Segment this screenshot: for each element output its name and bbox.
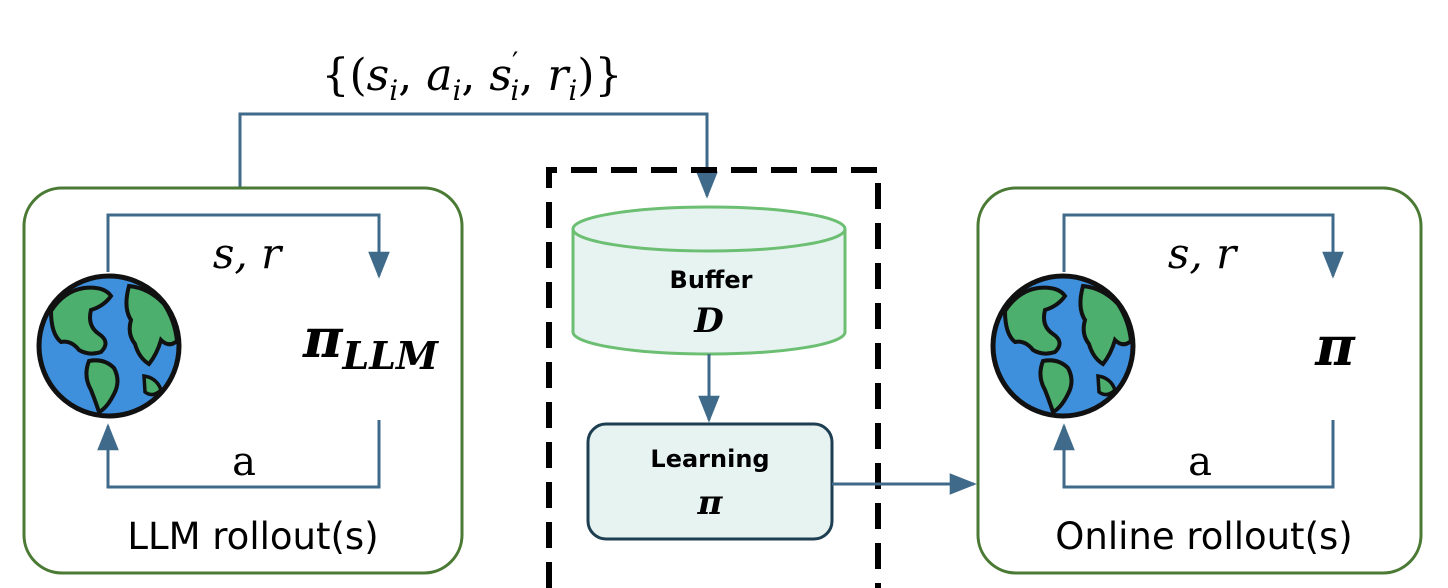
- action-arrow: [1053, 420, 1335, 489]
- action-label: a: [1188, 439, 1212, 485]
- learning-box: Learning π: [586, 422, 834, 541]
- learner-dashed-box: [546, 167, 881, 588]
- learning-policy-symbol: π: [697, 483, 724, 523]
- buffer-cylinder: Buffer D: [571, 205, 847, 356]
- llm-rollout-caption: LLM rollout(s): [127, 515, 378, 558]
- online-rollout-panel: s, r π a Online rollout(s): [976, 186, 1423, 575]
- globe-icon: [39, 276, 179, 416]
- state-reward-label: s, r: [1168, 229, 1239, 278]
- action-label: a: [232, 439, 256, 485]
- buffer-title: Buffer: [670, 266, 753, 294]
- learning-title: Learning: [650, 445, 769, 473]
- online-policy-label: π: [1314, 314, 1356, 378]
- state-reward-arrow: [1062, 213, 1344, 279]
- state-reward-label: s, r: [213, 229, 284, 278]
- online-rollout-caption: Online rollout(s): [1055, 515, 1352, 558]
- state-reward-arrow: [106, 213, 390, 279]
- transition-set-label: {(si, ai, s′i, ri)}: [322, 46, 623, 107]
- action-arrow: [97, 420, 381, 489]
- llm-rollout-panel: s, r πLLM a LLM rollout(s): [22, 186, 464, 575]
- transitions-to-buffer-arrow: [238, 112, 718, 199]
- llm-policy-label: πLLM: [302, 306, 439, 378]
- globe-icon: [993, 276, 1133, 416]
- buffer-symbol: D: [693, 301, 724, 341]
